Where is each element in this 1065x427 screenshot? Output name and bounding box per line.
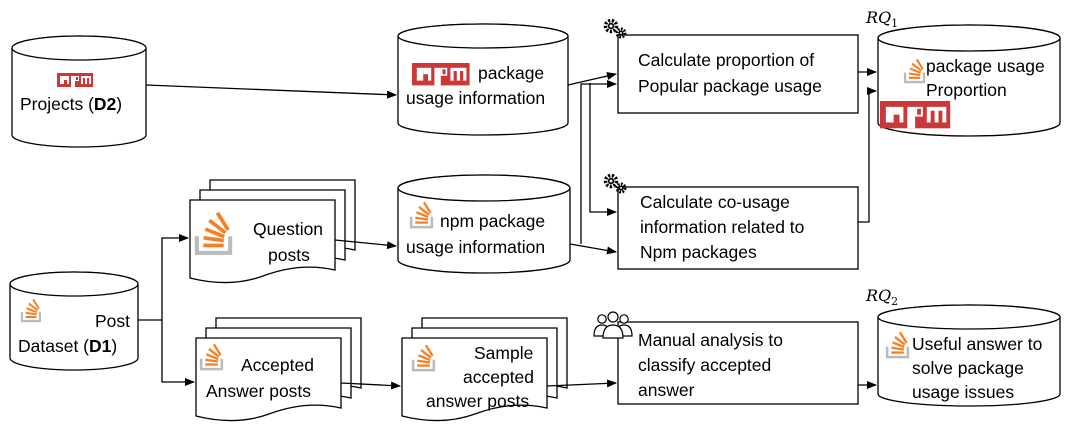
so-npm-usage-line1: npm package: [440, 211, 546, 231]
question-posts-line1: Question: [253, 219, 324, 239]
projects-database: [11, 35, 147, 148]
arrow-dataset-branch: [138, 234, 189, 321]
sample-accepted-line1: Sample: [474, 343, 534, 363]
useful-answer-line2: solve package: [912, 358, 1024, 378]
post-dataset-line1: Post: [95, 311, 131, 331]
manual-analysis-line1: Manual analysis to: [638, 330, 783, 350]
npm-usage-info-database: [397, 23, 569, 136]
calc-cousage-line1: Calculate co-usage: [640, 192, 790, 212]
projects-label: Projects (D2): [20, 94, 123, 114]
calc-cousage-line2: information related to: [640, 217, 805, 237]
package-usage-proportion-line2: Proportion: [926, 80, 1007, 100]
gear-icon: [603, 173, 627, 194]
package-usage-proportion-line1: package usage: [926, 56, 1045, 76]
post-dataset-database: [9, 271, 139, 371]
npm-usage-info-line1: package: [478, 63, 545, 83]
sample-accepted-line3: answer posts: [426, 391, 530, 411]
arrow-so-usage-to-cousage: [569, 243, 617, 255]
npm-logo-icon: [880, 101, 951, 129]
npm-usage-info-line2: usage information: [406, 88, 546, 108]
arrow-cousage-to-result: [858, 87, 877, 223]
accepted-answer-documents: [195, 317, 362, 422]
sample-accepted-line2: accepted: [463, 367, 535, 387]
sample-accepted-documents: [401, 317, 568, 422]
calc-cousage-line3: Npm packages: [640, 242, 757, 262]
arrow-question-to-so-usage: [334, 239, 397, 250]
calc-proportion-process: [617, 34, 859, 114]
useful-answer-line3: usage issues: [912, 382, 1015, 402]
arrow-projects-to-usage: [145, 84, 397, 99]
group-icon: [593, 311, 633, 339]
useful-answer-line1: Useful answer to: [912, 334, 1043, 354]
accepted-answer-line1: Accepted: [241, 355, 314, 375]
rq2-label: RQ2: [866, 286, 899, 309]
manual-analysis-line3: answer: [638, 380, 695, 400]
rq1-label: RQ1: [866, 8, 899, 31]
arrow-sample-to-manual: [546, 379, 617, 388]
question-posts-documents: [189, 179, 356, 284]
arrow-dataset-to-accepted: [161, 320, 195, 386]
useful-answer-database: [877, 304, 1061, 407]
calc-proportion-line1: Calculate proportion of: [638, 50, 815, 70]
manual-analysis-line2: classify accepted: [638, 355, 772, 375]
calc-cousage-process: [617, 186, 859, 270]
arrow-so-usage-to-proportion: [580, 80, 617, 244]
arrow-accepted-to-sample: [340, 381, 401, 390]
so-npm-usage-line2: usage information: [406, 237, 546, 257]
question-posts-line2: posts: [268, 245, 310, 265]
so-npm-usage-info-database: [397, 174, 571, 274]
accepted-answer-line2: Answer posts: [206, 381, 312, 401]
gear-icon: [603, 18, 627, 39]
calc-proportion-line2: Popular package usage: [638, 76, 822, 96]
manual-analysis-process: [617, 321, 859, 405]
post-dataset-line2: Dataset (D1): [18, 336, 118, 356]
npm-logo-icon: [57, 73, 93, 87]
arrow-usage-to-cousage: [589, 83, 617, 216]
connectors: [138, 68, 877, 390]
arrow-usage-to-proportion: [567, 72, 617, 86]
npm-logo-icon: [412, 63, 470, 86]
